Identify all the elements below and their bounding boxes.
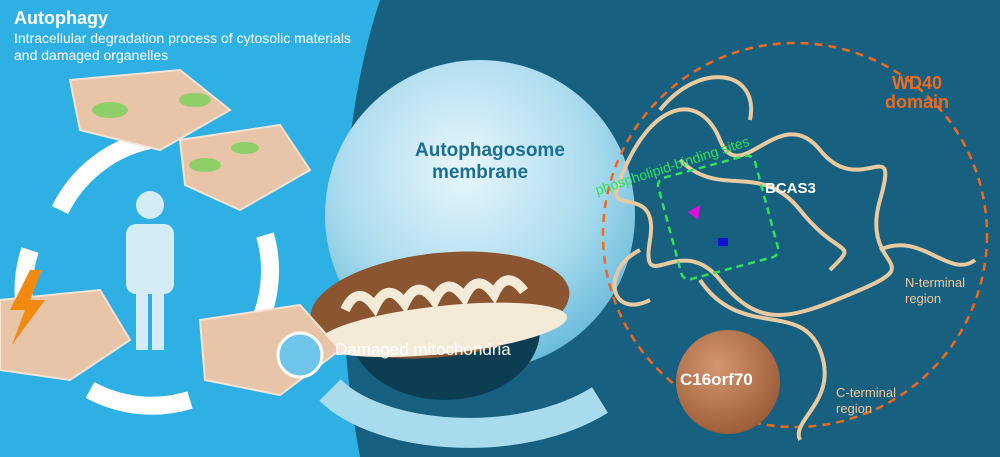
n-terminal-region-label: N-terminal region (905, 275, 965, 306)
bcas3-protein-structure (612, 75, 977, 441)
autophagy-title: Autophagy (14, 8, 108, 28)
bcas3-label: BCAS3 (765, 180, 816, 197)
person-icon (126, 191, 174, 350)
c-terminal-region-label: C-terminal region (836, 385, 896, 416)
autophagosome (319, 60, 635, 448)
c16orf70-sphere (676, 330, 780, 434)
autophagosome-membrane-label: Autophagosome membrane (415, 140, 565, 183)
wd40-domain-outline (601, 41, 989, 429)
autophagy-cycle (0, 68, 342, 415)
damaged-mitochondrion (310, 251, 570, 359)
autophagy-subtitle: Intracellular degradation process of cyt… (14, 30, 351, 63)
damaged-mitochondria-label: Damaged mitochondria (335, 340, 511, 359)
lightning-icon (10, 270, 45, 345)
phospholipid-binding-box (656, 154, 780, 281)
cycle-arrows (14, 131, 279, 415)
wd40-domain-label: WD40 domain (884, 73, 949, 112)
left-panel-background (0, 0, 380, 457)
c16orf70-label: C16orf70 (680, 370, 753, 389)
